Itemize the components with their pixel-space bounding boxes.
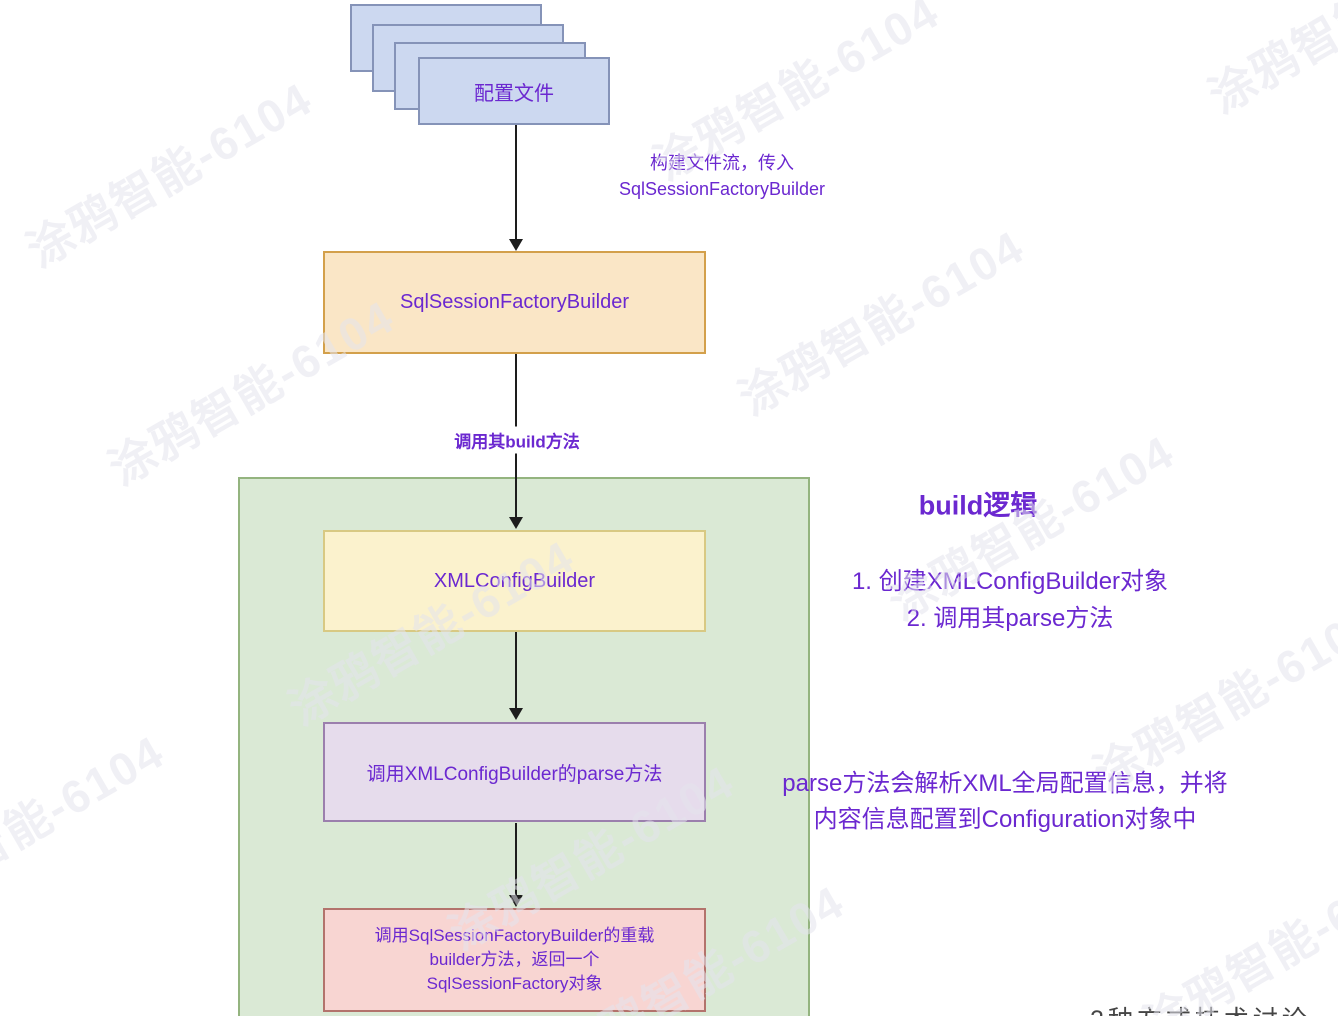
parse-call-label: 调用XMLConfigBuilder的parse方法 <box>366 763 663 785</box>
parse-note-line1: parse方法会解析XML全局配置信息，并将 <box>782 770 1228 797</box>
watermark-text: 涂鸦智能-6104 <box>1135 845 1338 1016</box>
edge-label-stream-line1: 构建文件流，传入 <box>649 153 794 173</box>
sqlsessionfactorybuilder-node: SqlSessionFactoryBuilder <box>323 251 706 354</box>
arrow-xmlconfig-to-parse-line <box>515 632 517 709</box>
edge-label-stream-line2: SqlSessionFactoryBuilder <box>618 179 826 199</box>
build-logic-steps: 1. 创建XMLConfigBuilder对象 2. 调用其parse方法 <box>852 563 1168 637</box>
build-logic-title: build逻辑 <box>918 490 1038 521</box>
parse-note-line2: 内容信息配置到Configuration对象中 <box>813 806 1197 833</box>
xmlconfigbuilder-node: XMLConfigBuilder <box>323 530 706 632</box>
build-logic-step1: 1. 创建XMLConfigBuilder对象 <box>851 568 1169 595</box>
arrow-parse-to-build-line <box>515 823 517 896</box>
arrow-parse-to-build-head <box>509 895 523 907</box>
edge-label-stream: 构建文件流，传入 SqlSessionFactoryBuilder <box>619 150 825 202</box>
bottom-partial-caption: 2种方式技术讨论 <box>1090 1000 1311 1016</box>
watermark-text: 涂鸦智能-6104 <box>18 72 321 278</box>
arrow-builder-to-xmlconfig-head <box>509 517 523 529</box>
builder-overload-node: 调用SqlSessionFactoryBuilder的重载 builder方法，… <box>323 908 706 1012</box>
config-file-label: 配置文件 <box>474 82 554 105</box>
config-file-node: 配置文件 <box>418 57 610 125</box>
arrow-xmlconfig-to-parse-head <box>509 708 523 720</box>
watermark-text: 涂鸦智能-6104 <box>1200 0 1338 124</box>
arrow-configfile-to-builder-line <box>515 125 517 241</box>
parse-note: parse方法会解析XML全局配置信息，并将 内容信息配置到Configurat… <box>782 766 1227 838</box>
builder-overload-line3: SqlSessionFactory对象 <box>426 974 603 993</box>
arrow-configfile-to-builder-head <box>509 239 523 251</box>
xmlconfigbuilder-label: XMLConfigBuilder <box>433 569 596 592</box>
parse-call-node: 调用XMLConfigBuilder的parse方法 <box>323 722 706 822</box>
builder-overload-label: 调用SqlSessionFactoryBuilder的重载 builder方法，… <box>375 924 655 996</box>
sqlsessionfactorybuilder-label: SqlSessionFactoryBuilder <box>400 291 629 313</box>
builder-overload-line1: 调用SqlSessionFactoryBuilder的重载 <box>374 926 655 945</box>
builder-overload-line2: builder方法，返回一个 <box>429 950 600 969</box>
edge-label-build-method: 调用其build方法 <box>451 426 583 454</box>
watermark-text: 涂鸦智能-6104 <box>730 220 1033 426</box>
watermark-text: 涂鸦智能-6104 <box>0 725 173 931</box>
build-logic-step2: 2. 调用其parse方法 <box>906 605 1114 632</box>
